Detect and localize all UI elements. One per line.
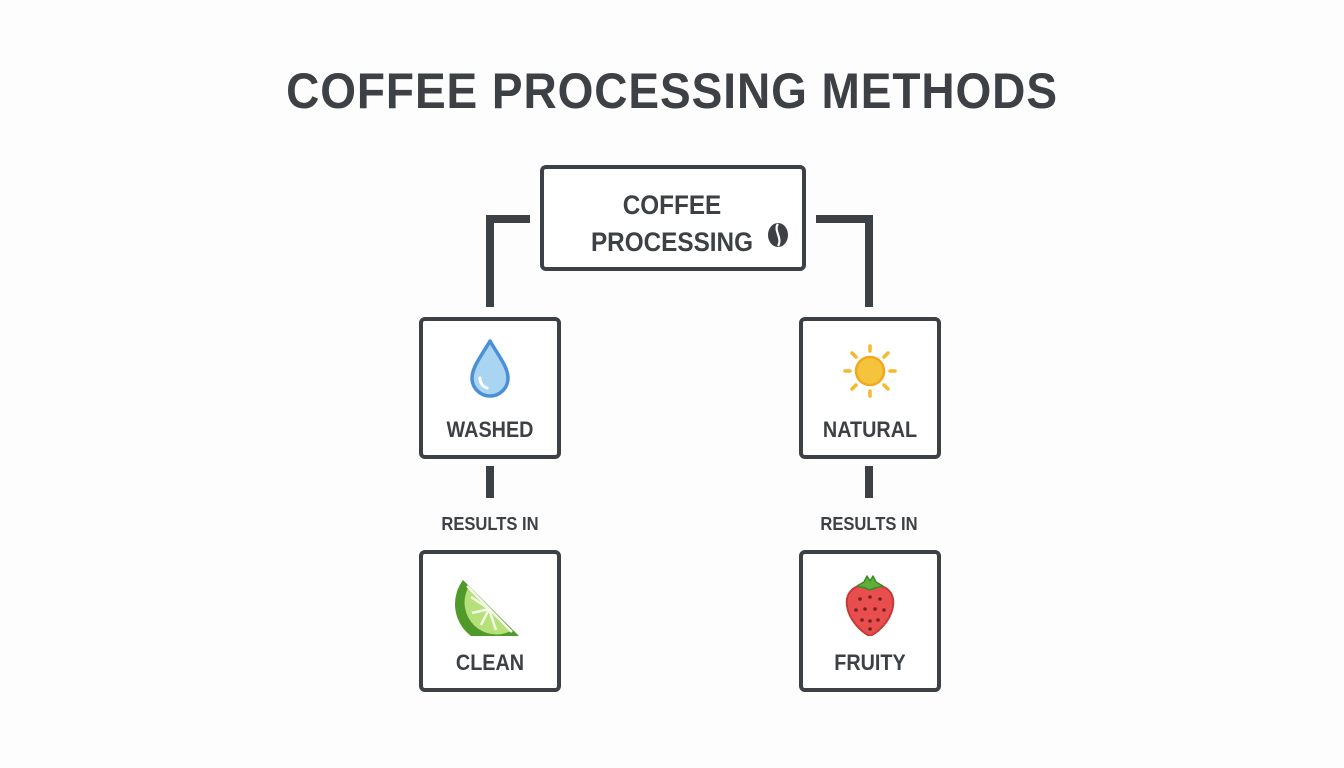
results-in-label-washed: RESULTS IN <box>441 514 539 534</box>
root-label-line2: PROCESSING <box>590 227 754 257</box>
root-node: COFFEE PROCESSING <box>540 165 806 271</box>
connector-root-to-natural <box>816 215 873 307</box>
results-in-label-natural: RESULTS IN <box>820 514 918 534</box>
node-washed: WASHED <box>419 317 561 459</box>
node-clean: CLEAN <box>419 550 561 692</box>
coffee-bean-icon <box>768 223 788 247</box>
node-fruity-label: FRUITY <box>834 650 906 675</box>
water-drop-icon <box>470 339 510 398</box>
node-natural: NATURAL <box>799 317 941 459</box>
sun-icon <box>843 344 897 398</box>
node-fruity: FRUITY <box>799 550 941 692</box>
strawberry-icon <box>845 575 895 636</box>
connector-root-to-washed <box>486 215 530 307</box>
root-label: COFFEE PROCESSING <box>589 187 755 261</box>
node-clean-label: CLEAN <box>455 650 525 675</box>
node-washed-label: WASHED <box>446 417 534 442</box>
node-natural-label: NATURAL <box>822 417 918 442</box>
root-label-line1: COFFEE <box>622 190 722 220</box>
lime-slice-icon <box>455 580 519 636</box>
diagram-title: COFFEE PROCESSING METHODS <box>286 63 1058 119</box>
